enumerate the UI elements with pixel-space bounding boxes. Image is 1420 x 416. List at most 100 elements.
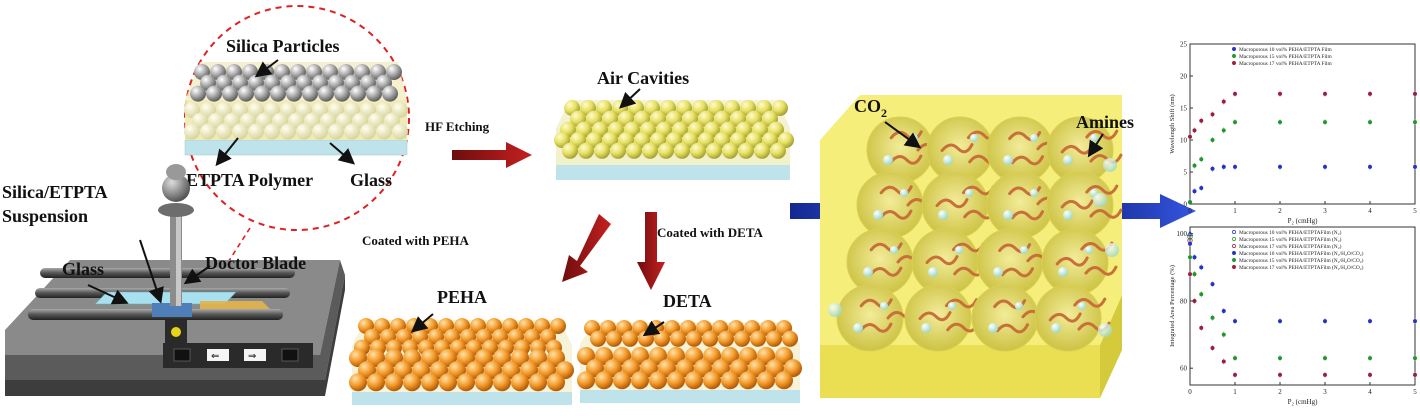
deta-sphere [595,371,613,390]
co2-bubble [1003,210,1013,220]
svg-text:⇐: ⇐ [211,351,219,362]
label-deta: DETA [663,291,712,311]
x-tick-label: 1 [1233,388,1237,396]
data-point [1210,315,1215,320]
svg-text:⇒: ⇒ [248,351,256,362]
amine-chain [859,322,893,333]
co2-bubble [965,189,973,197]
y-tick-label: 25 [1180,41,1188,49]
polymer-sphere [248,123,264,140]
peha-sphere [385,373,403,392]
data-point [1188,272,1192,277]
deta-sphere [686,330,702,347]
x-tick-label: 4 [1368,388,1372,396]
data-point [1278,356,1282,361]
deta-sphere [613,371,631,390]
x-tick-label: 5 [1413,207,1417,215]
deta-coating-arrow [637,212,665,290]
data-point [1323,319,1327,324]
amine-chain [935,198,969,209]
silica-sphere [270,85,286,102]
data-point [1221,128,1226,133]
data-point [1187,234,1193,240]
deta-sphere [750,330,766,347]
legend-marker [1232,251,1236,255]
peha-sphere [493,373,511,392]
polymer-sphere [280,123,296,140]
co2-bubble [1051,323,1061,333]
data-point [1368,120,1372,125]
co2-bubble [828,303,842,317]
data-point [1210,346,1215,351]
deta-slab [577,320,802,403]
peha-sphere [511,373,529,392]
x-tick-label: 3 [1323,207,1327,215]
hf-etching-arrow [452,142,532,168]
pore-cavity [971,284,1039,352]
legend-marker [1232,237,1236,241]
silica-sphere [318,85,334,102]
legend-entry: Macroporous 17 vol% PEHA/ETPTAFilm (N₂/H… [1239,264,1364,271]
data-point [1233,356,1237,361]
pore-cavity [986,171,1054,239]
amine-chain [869,266,903,277]
co2-bubble [938,210,948,220]
amine-chain [1085,184,1119,195]
data-point [1323,356,1327,361]
data-point [1413,372,1417,377]
deta-sphere [670,330,686,347]
label-silica-etpta: Silica/ETPTA [2,182,108,202]
label-etpta-polymer: ETPTA Polymer [186,170,313,190]
co2-bubble [1093,193,1107,207]
data-point [1199,186,1204,190]
label-coated-peha: Coated with PEHA [362,233,470,248]
data-point [1188,241,1192,246]
data-point [1368,356,1372,361]
silica-sphere [350,85,366,102]
pore-cavity [846,228,914,296]
data-point [1221,309,1226,314]
amine-chain [1001,267,1035,278]
label-doctor-blade: Doctor Blade [205,253,306,273]
deta-sphere [702,330,718,347]
deta-sphere [734,330,750,347]
data-point [1199,118,1204,123]
peha-coating-arrow [562,214,611,282]
amine-chain [918,311,952,322]
data-point [1323,120,1327,125]
data-point [1210,282,1215,287]
amine-chain [1089,208,1123,219]
data-point [1210,112,1215,117]
deta-sphere [739,371,757,390]
deta-sphere [577,371,595,390]
plot-frame [1189,43,1416,205]
air-cavity-sphere [610,142,626,159]
co2-bubble [1098,323,1112,337]
deta-sphere [775,371,793,390]
polymer-sphere [200,123,216,140]
data-point [1278,91,1282,96]
co2-bubble [883,155,893,165]
co2-bubble [880,302,888,310]
polymer-sphere [264,123,280,140]
co2-bubble [921,323,931,333]
silica-sphere [302,85,318,102]
legend-marker [1232,244,1236,248]
data-point [1413,164,1417,169]
legend-marker [1232,54,1236,58]
amine-chain [1084,265,1118,276]
co2-bubble [1020,246,1028,254]
amine-sorbent-block [820,95,1123,398]
co2-bubble [1003,155,1013,165]
silica-sphere [386,64,402,80]
co2-bubble [955,246,963,254]
y-tick-label: 10 [1180,137,1188,145]
label-silica-particles: Silica Particles [226,36,339,56]
air-cavity-sphere [772,100,788,116]
deta-sphere [782,330,798,347]
air-cavity-sphere [674,142,690,159]
polymer-sphere [184,123,200,140]
x-tick-label: 4 [1368,207,1372,215]
data-point [1221,99,1226,104]
